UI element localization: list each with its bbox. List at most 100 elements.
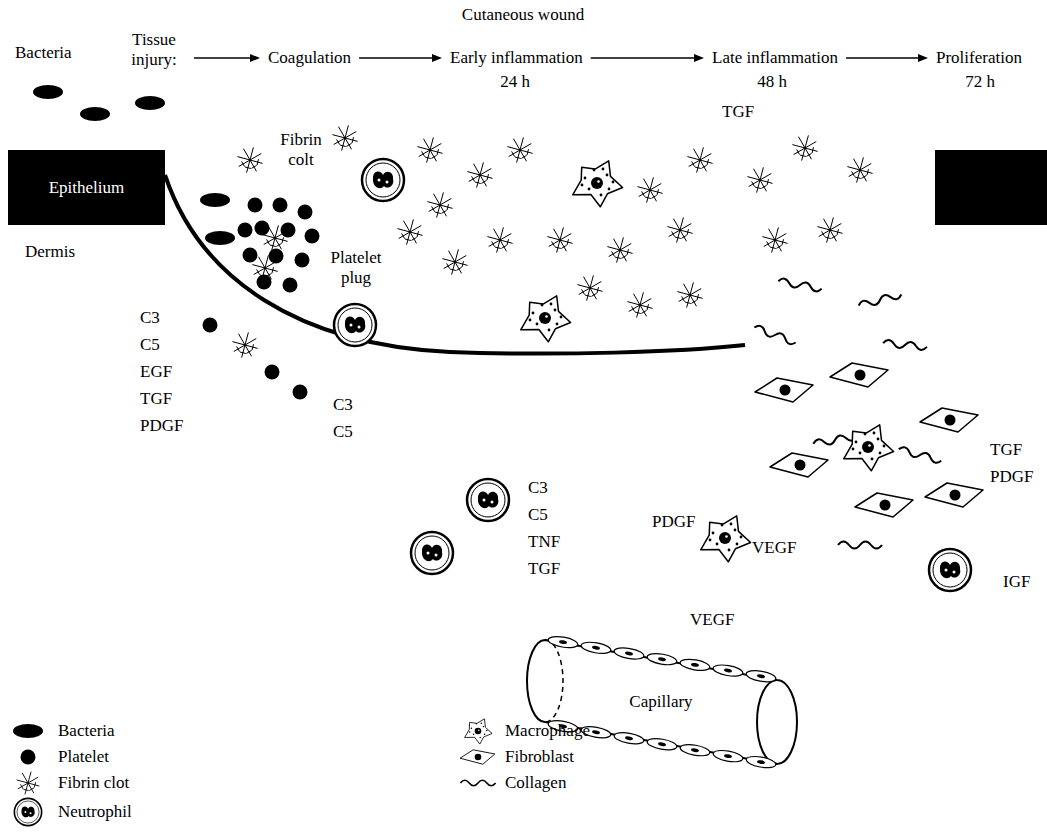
endothelial-nucleus: [757, 760, 766, 765]
macrophage-granule: [471, 727, 473, 729]
macrophage-granule: [883, 445, 886, 448]
collagen: [753, 324, 797, 346]
macrophage-granule: [556, 323, 559, 326]
neutrophil-granule: [378, 179, 381, 182]
macrophage-granule: [484, 734, 486, 736]
macrophage-granule: [608, 188, 611, 191]
macrophage-granule: [593, 169, 596, 172]
fibrin-clot: [607, 237, 632, 262]
macrophage-granule: [529, 319, 532, 322]
neutrophil-granule: [953, 571, 956, 574]
endothelial-cell: [679, 657, 710, 672]
timeline-arrow: [359, 57, 436, 58]
platelet-body: [305, 229, 320, 244]
platelet-body: [273, 198, 288, 213]
neutrophil-nucleus: [345, 317, 365, 334]
neutrophil: [14, 798, 41, 825]
fibrin-strands: [232, 332, 257, 357]
macrophage-body: [844, 425, 894, 471]
neutrophil-nucleus: [21, 807, 34, 818]
fibrin-clot: [232, 332, 257, 357]
wound-bed: [165, 175, 745, 354]
collagen-fiber: [883, 340, 927, 351]
collagen-fiber: [858, 291, 902, 309]
macrophage-granule: [541, 304, 544, 307]
platelet-body: [255, 221, 270, 236]
fibrin-clot: [547, 227, 572, 252]
fibroblast-nucleus: [950, 490, 961, 501]
platelet: [248, 198, 263, 213]
macrophage: [465, 719, 492, 744]
macrophage-granule: [734, 529, 737, 532]
platelet-body: [243, 248, 258, 263]
fibrin-strands: [507, 137, 532, 162]
bacterium-body: [135, 96, 165, 110]
neutrophil-nucleus: [940, 562, 960, 579]
macrophage-nucleolus: [597, 180, 600, 183]
macrophage-granule: [588, 188, 591, 191]
fibroblast: [770, 453, 828, 477]
macrophage-body: [465, 719, 492, 744]
legend-label: Neutrophil: [58, 802, 132, 822]
wound-label: PDGF: [140, 416, 183, 436]
fibroblast-nucleus: [880, 500, 891, 511]
macrophage-granule: [548, 329, 551, 332]
neutrophil-inner: [471, 483, 505, 517]
platelet-body: [269, 249, 284, 264]
neutrophil-nucleus: [422, 545, 442, 562]
wound-label: Bacteria: [15, 43, 72, 63]
macrophage-granule: [536, 323, 539, 326]
fibrin-strands: [607, 237, 632, 262]
collagen-fiber: [838, 542, 882, 549]
fibroblast-body: [830, 363, 888, 387]
fibrin-clot: [667, 217, 692, 242]
platelet-body: [21, 750, 36, 765]
macrophage-nucleolus: [545, 315, 548, 318]
legend-label: Bacteria: [58, 721, 115, 741]
wound-label: EGF: [140, 362, 172, 382]
neutrophil-granule: [945, 569, 948, 572]
fibrin-strands: [792, 135, 817, 160]
fibrin-clot: [397, 219, 422, 244]
collagen: [858, 291, 902, 309]
bacterium: [80, 107, 110, 121]
collagen-fiber: [813, 433, 858, 448]
macrophage-nucleolus: [868, 444, 871, 447]
fibrin-strands: [762, 227, 787, 252]
platelet: [298, 205, 313, 220]
endothelial-cell: [745, 755, 776, 770]
macrophage-granule: [584, 177, 587, 180]
platelet-body: [248, 198, 263, 213]
fibrin-clot: [637, 177, 662, 202]
wound-label: TGF: [528, 559, 560, 579]
endothelial-cell: [745, 669, 776, 684]
collagen-fiber: [778, 278, 823, 293]
macrophage-granule: [873, 432, 876, 435]
neutrophil-inner: [17, 801, 39, 823]
legend-label: Collagen: [505, 773, 566, 793]
endothelial-nucleus: [691, 748, 700, 753]
fibroblast-nucleus: [475, 754, 482, 761]
bacterium: [13, 724, 43, 738]
endothelial-nucleus: [691, 662, 699, 667]
fibrin-clot: [17, 772, 40, 795]
neutrophil-membrane: [334, 304, 376, 346]
platelet-body: [257, 275, 272, 290]
timeline-arrowhead: [694, 54, 704, 62]
neutrophil-inner: [338, 308, 372, 342]
neutrophil-granule: [435, 554, 438, 557]
macrophage-body: [573, 161, 623, 207]
macrophage: [844, 425, 894, 471]
macrophage-granule: [852, 448, 855, 451]
macrophage: [701, 516, 751, 562]
endothelial-cell: [646, 652, 677, 667]
macrophage-granule: [602, 168, 605, 171]
macrophage-granule: [879, 452, 882, 455]
wound-label: TGF: [722, 102, 754, 122]
endothelial-nucleus: [559, 640, 567, 645]
endothelial-cell: [646, 737, 677, 752]
platelet: [243, 248, 258, 263]
platelet: [305, 229, 320, 244]
platelet-body: [203, 318, 218, 333]
fibroblast: [920, 408, 978, 432]
